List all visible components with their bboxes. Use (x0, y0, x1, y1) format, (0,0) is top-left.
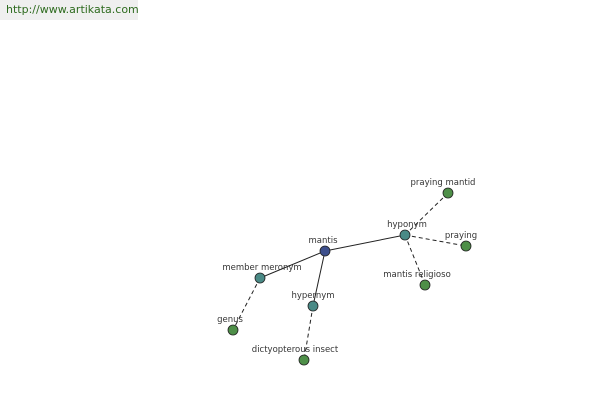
url-link[interactable]: http://www.artikata.com (0, 0, 139, 20)
node-dot-genus[interactable] (227, 324, 239, 336)
node-label-mantis[interactable]: mantis (309, 236, 339, 246)
node-label-member-meronym[interactable]: member meronym (222, 263, 301, 273)
edges-layer (232, 192, 467, 361)
edge-hypernym-to-dictyopterous-insect (303, 305, 314, 361)
node-hyponym[interactable]: hyponym (387, 220, 427, 241)
node-label-praying-mantid[interactable]: praying mantid (411, 178, 476, 188)
node-dot-praying-mantid[interactable] (442, 187, 454, 199)
node-dot-praying[interactable] (460, 240, 472, 252)
node-genus[interactable]: genus (217, 315, 243, 336)
edge-hyponym-to-praying (404, 234, 467, 247)
node-label-mantis-religioso[interactable]: mantis religioso (383, 270, 451, 280)
node-dot-mantis[interactable] (319, 245, 331, 257)
node-dot-hyponym[interactable] (399, 229, 411, 241)
node-praying[interactable]: praying (445, 231, 477, 252)
edge-mantis-to-hypernym (312, 250, 326, 307)
node-praying-mantid[interactable]: praying mantid (411, 178, 476, 199)
node-dot-dictyopterous-insect[interactable] (298, 354, 310, 366)
node-dot-hypernym[interactable] (307, 300, 319, 312)
node-label-praying[interactable]: praying (445, 231, 477, 241)
edge-mantis-to-member-meronym (259, 250, 326, 279)
node-mantis-religioso[interactable]: mantis religioso (383, 270, 451, 291)
node-mantis[interactable]: mantis (309, 236, 339, 257)
edge-member-meronym-to-genus (232, 277, 261, 331)
node-label-dictyopterous-insect[interactable]: dictyopterous insect (252, 345, 339, 355)
node-dot-mantis-religioso[interactable] (419, 279, 431, 291)
node-label-hypernym[interactable]: hypernym (291, 291, 334, 301)
node-label-hyponym[interactable]: hyponym (387, 220, 427, 230)
node-member-meronym[interactable]: member meronym (222, 263, 302, 284)
nodes-layer: mantis hyponym member meronym hypernym prayi… (217, 178, 477, 366)
edge-mantis-to-hyponym (324, 234, 406, 252)
edge-hyponym-to-mantis-religioso (404, 234, 426, 286)
node-hypernym[interactable]: hypernym (291, 291, 335, 312)
node-dot-member-meronym[interactable] (254, 272, 266, 284)
node-dictyopterous-insect[interactable]: dictyopterous insect (252, 345, 339, 366)
edge-hyponym-to-praying-mantid (404, 192, 449, 236)
node-label-genus[interactable]: genus (217, 315, 243, 325)
